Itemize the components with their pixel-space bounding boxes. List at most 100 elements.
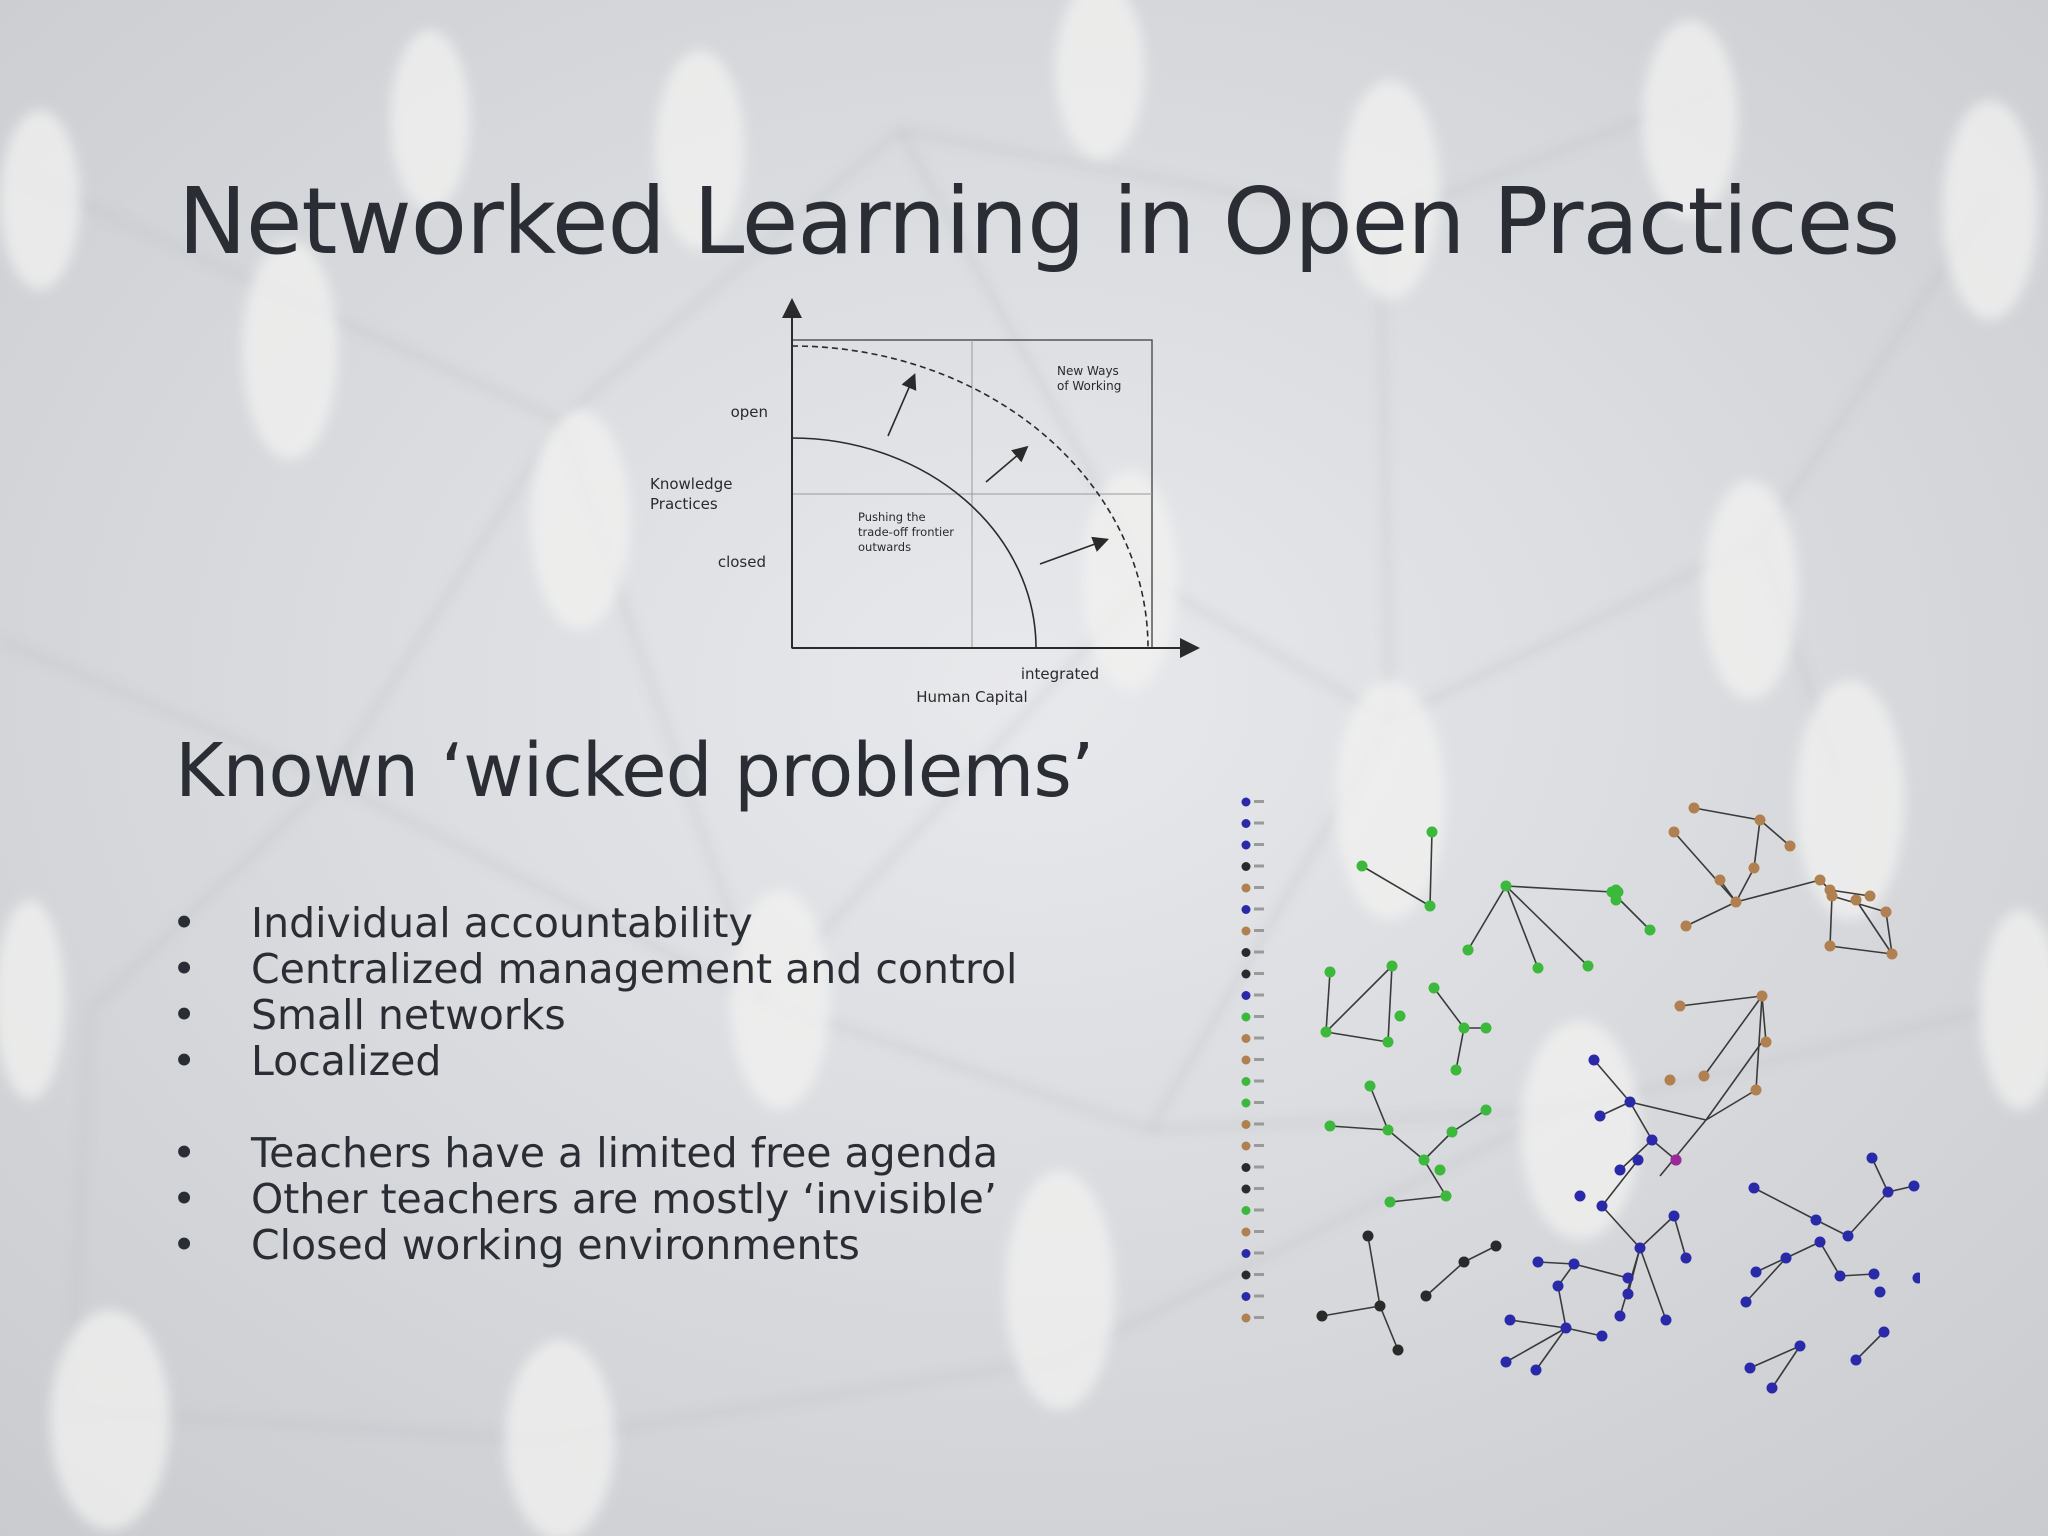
network-edge <box>1509 1319 1567 1329</box>
network-node <box>1698 1070 1710 1082</box>
bullet-icon: • <box>172 1037 197 1085</box>
network-edge <box>1423 1131 1453 1161</box>
network-edge <box>1819 1241 1841 1277</box>
network-edge <box>1829 945 1893 955</box>
network-edge <box>1749 1345 1801 1369</box>
network-node <box>1362 1230 1374 1242</box>
network-node <box>1574 1190 1586 1202</box>
network-node <box>1814 1236 1826 1248</box>
network-node <box>1500 1356 1512 1368</box>
bullet-icon: • <box>172 899 197 947</box>
network-edge <box>1755 1257 1787 1273</box>
network-edge <box>1771 1345 1801 1389</box>
slide-title: Networked Learning in Open Practices <box>178 168 1900 275</box>
network-node <box>1610 894 1622 906</box>
legend-tick <box>1254 800 1264 803</box>
legend-dot <box>1241 1055 1251 1065</box>
network-node <box>1826 890 1838 902</box>
network-edge <box>1599 1101 1631 1117</box>
y-axis-label: Knowledge Practices <box>650 475 737 513</box>
network-node <box>1440 1190 1452 1202</box>
network-edge <box>1855 1331 1885 1361</box>
x-axis-label: Human Capital <box>916 688 1027 706</box>
outward-arrow-1 <box>887 373 917 437</box>
x-tick-integrated: integrated <box>1021 665 1099 683</box>
network-node <box>1866 1152 1878 1164</box>
network-edge <box>1379 1305 1399 1351</box>
network-node <box>1634 1242 1646 1254</box>
network-node <box>1748 1182 1760 1194</box>
legend-dot <box>1241 969 1251 979</box>
network-edge <box>1423 1159 1447 1197</box>
network-node <box>1754 814 1766 826</box>
legend-tick <box>1254 972 1264 975</box>
network-edge <box>1693 807 1761 821</box>
legend-dot <box>1241 862 1251 871</box>
network-node <box>1750 1084 1762 1096</box>
legend-tick <box>1254 843 1264 846</box>
network-node <box>1316 1310 1328 1322</box>
network-node <box>1458 1022 1470 1034</box>
network-node <box>1386 960 1398 972</box>
network-node <box>1480 1104 1492 1116</box>
network-node <box>1462 944 1474 956</box>
network-node <box>1810 1214 1822 1226</box>
legend-dot <box>1241 1077 1251 1086</box>
legend-dot <box>1241 1098 1251 1108</box>
network-edge <box>1367 1235 1381 1307</box>
outer-frontier-curve <box>791 345 1149 649</box>
network-node <box>1392 1344 1404 1356</box>
legend-tick <box>1254 1036 1264 1040</box>
network-node <box>1504 1314 1516 1326</box>
network-edge <box>1629 1101 1707 1121</box>
legend-dot <box>1241 991 1251 1000</box>
network-edge <box>1557 1285 1567 1329</box>
network-edge <box>1629 1101 1653 1141</box>
network-node <box>1374 1300 1386 1312</box>
legend-dot <box>1241 1227 1251 1237</box>
inner-frontier-curve <box>791 437 1037 649</box>
network-node <box>1874 1286 1886 1298</box>
legend-tick <box>1254 1015 1264 1018</box>
network-node <box>1356 860 1368 872</box>
network-node <box>1824 940 1836 952</box>
network-node <box>1660 1314 1672 1326</box>
network-edge <box>1601 1159 1639 1207</box>
legend-tick <box>1254 864 1264 868</box>
network-node <box>1532 1256 1544 1268</box>
network-node <box>1794 1340 1806 1352</box>
network-node <box>1750 1266 1762 1278</box>
network-node <box>1364 1080 1376 1092</box>
network-edge <box>1673 1215 1687 1259</box>
network-node <box>1886 948 1898 960</box>
network-node <box>1646 1134 1658 1146</box>
network-edge <box>1855 899 1893 955</box>
network-node <box>1552 1280 1564 1292</box>
network-edge <box>1753 1187 1817 1221</box>
legend-dot <box>1241 1292 1251 1301</box>
network-node <box>1532 962 1544 974</box>
legend-dot <box>1241 1313 1251 1323</box>
network-node <box>1450 1064 1462 1076</box>
network-node <box>1730 896 1742 908</box>
network-edge <box>1885 911 1893 955</box>
network-node <box>1446 1126 1458 1138</box>
network-node <box>1394 1010 1406 1022</box>
network-edge <box>1659 1119 1707 1177</box>
network-edge <box>1433 987 1465 1029</box>
network-node <box>1490 1240 1502 1252</box>
legend-dot <box>1241 1206 1251 1215</box>
network-node <box>1680 920 1692 932</box>
network-edge <box>1565 1327 1603 1337</box>
legend-dot <box>1241 1034 1251 1043</box>
legend-tick <box>1254 1273 1264 1276</box>
network-node <box>1582 960 1594 972</box>
legend-dot <box>1241 840 1251 850</box>
network-node <box>1530 1364 1542 1376</box>
network-edge <box>1705 1041 1763 1121</box>
network-node <box>1418 1154 1430 1166</box>
network-edge <box>1847 1191 1889 1237</box>
network-node <box>1382 1124 1394 1136</box>
network-edge <box>1679 995 1763 1007</box>
